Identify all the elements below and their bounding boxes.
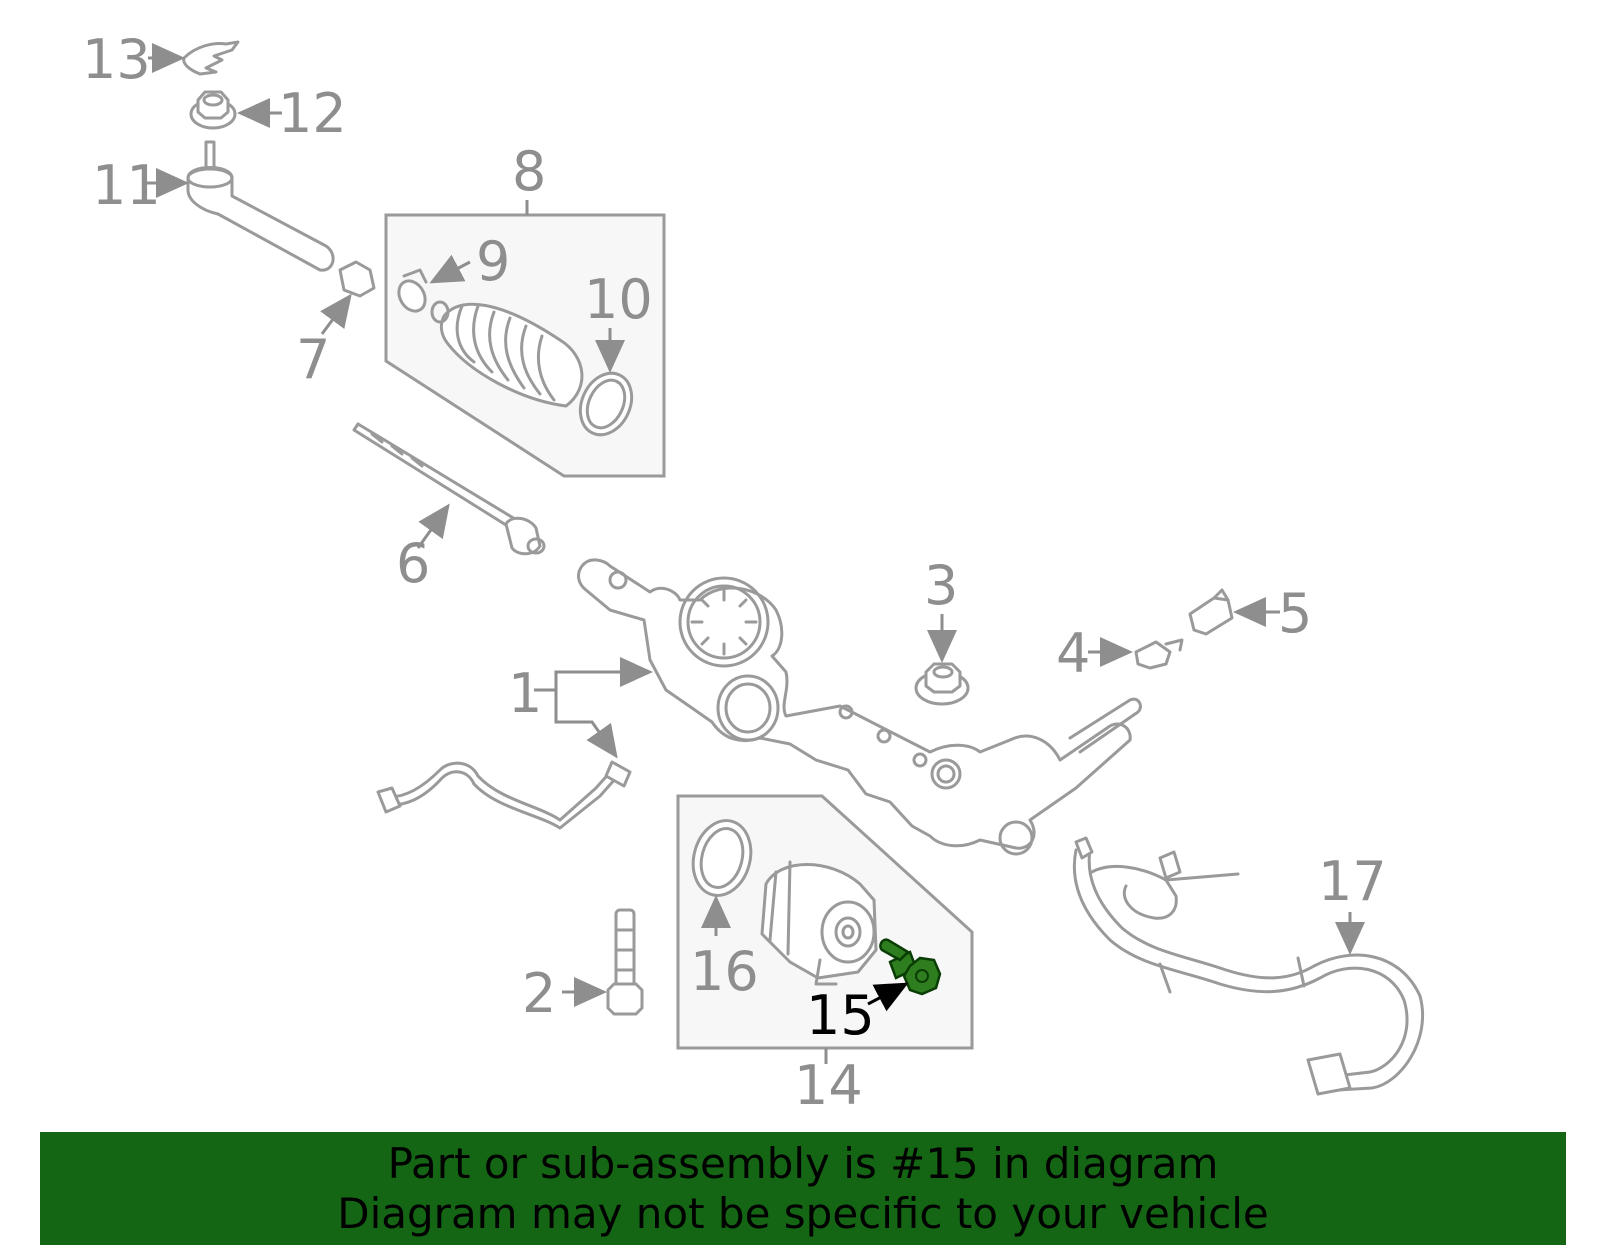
- callout-1: 1: [508, 662, 542, 725]
- bolt-part-15-highlighted: [879, 938, 942, 996]
- callout-3: 3: [924, 554, 958, 617]
- callout-17: 17: [1318, 850, 1387, 913]
- callout-7: 7: [296, 328, 330, 391]
- tie-rod-end-part-11: [186, 140, 335, 272]
- callout-13: 13: [82, 28, 151, 91]
- bolt-part-2: [606, 908, 644, 1016]
- o-ring-part-10: [578, 371, 634, 437]
- callout-9: 9: [476, 230, 510, 293]
- inner-tie-rod-part-6: [352, 422, 546, 556]
- assist-motor: [760, 860, 878, 986]
- connector-part-4: [1134, 638, 1184, 670]
- callout-15: 15: [806, 984, 875, 1047]
- clip-part-13: [182, 40, 240, 76]
- wiring-harness-part-17: [1072, 836, 1425, 1096]
- callout-6: 6: [396, 532, 430, 595]
- callout-5: 5: [1278, 582, 1312, 645]
- steering-gear-part-1: [577, 558, 1142, 856]
- clamp-part-9: [397, 268, 428, 313]
- callout-8: 8: [512, 140, 546, 203]
- cap-part-5: [1188, 588, 1234, 636]
- bellows-boot: [430, 300, 584, 408]
- banner-line-2: Diagram may not be specific to your vehi…: [337, 1188, 1269, 1238]
- banner-line-1: Part or sub-assembly is #15 in diagram: [387, 1138, 1219, 1188]
- jam-nut-part-7: [338, 260, 376, 298]
- nut-part-3: [914, 662, 970, 706]
- callout-2: 2: [522, 962, 556, 1025]
- callout-14: 14: [794, 1054, 863, 1117]
- callout-10: 10: [584, 268, 653, 331]
- callout-11: 11: [92, 154, 161, 217]
- callout-12: 12: [278, 82, 347, 145]
- wiring-part-1: [376, 760, 632, 830]
- nut-part-12: [189, 90, 237, 130]
- seal-ring-part-16: [691, 819, 753, 897]
- callout-4: 4: [1056, 622, 1090, 685]
- callout-16: 16: [690, 940, 759, 1003]
- info-banner: Part or sub-assembly is #15 in diagram D…: [40, 1132, 1566, 1245]
